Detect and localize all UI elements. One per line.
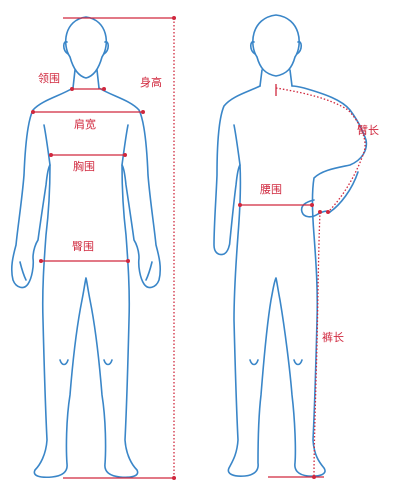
front-knee-right [103, 359, 113, 366]
back-knee-right [293, 359, 303, 366]
back-head [252, 14, 300, 77]
arm-label: 臂长 [357, 124, 379, 137]
front-hand-right-detail [145, 261, 153, 281]
pants-label: 裤长 [322, 331, 344, 344]
front-hand-left-detail [19, 261, 27, 281]
back-body-outline [213, 85, 368, 477]
hip-label: 臀围 [72, 240, 94, 253]
waist-dot-left [238, 203, 242, 207]
back-figure [213, 14, 368, 477]
front-neck [72, 69, 100, 89]
height-bottom-dot [172, 476, 176, 480]
measurement-lines [31, 16, 366, 480]
front-ear-left [62, 40, 69, 55]
back-ear-right [296, 40, 303, 55]
back-ear-left [249, 40, 256, 55]
front-head [64, 16, 108, 79]
neck-dot-left [70, 87, 74, 91]
hip-dot-left [39, 259, 43, 263]
front-inner-arm-right [121, 124, 129, 166]
hip-dot-right [126, 259, 130, 263]
shoulder-label: 肩宽 [74, 118, 96, 131]
back-hand-on-hip [300, 199, 331, 218]
front-knee-left [59, 359, 69, 366]
waist-label: 腰围 [260, 183, 282, 196]
pants-dot-top [318, 210, 322, 214]
back-inner-arm [233, 124, 241, 166]
back-forearm [329, 171, 359, 213]
shoulder-dot-right [141, 110, 145, 114]
front-figure [10, 16, 162, 479]
chest-dot-left [49, 153, 53, 157]
arm-dot-end [326, 210, 330, 214]
pants-dot-bottom [312, 475, 316, 479]
back-neck [259, 69, 293, 87]
front-ear-right [103, 40, 110, 55]
pants-length-line [313, 211, 321, 478]
waist-dot-right [310, 203, 314, 207]
neck-label: 领围 [38, 72, 60, 85]
chest-label: 胸围 [73, 160, 95, 173]
back-knee-left [249, 359, 259, 366]
neck-dot-right [102, 87, 106, 91]
front-inner-arm-left [43, 124, 51, 166]
chest-dot-right [123, 153, 127, 157]
arm-length-line [275, 87, 366, 213]
front-body-outline [10, 87, 162, 479]
height-label: 身高 [140, 76, 162, 89]
height-top-dot [172, 16, 176, 20]
shoulder-dot-left [31, 110, 35, 114]
